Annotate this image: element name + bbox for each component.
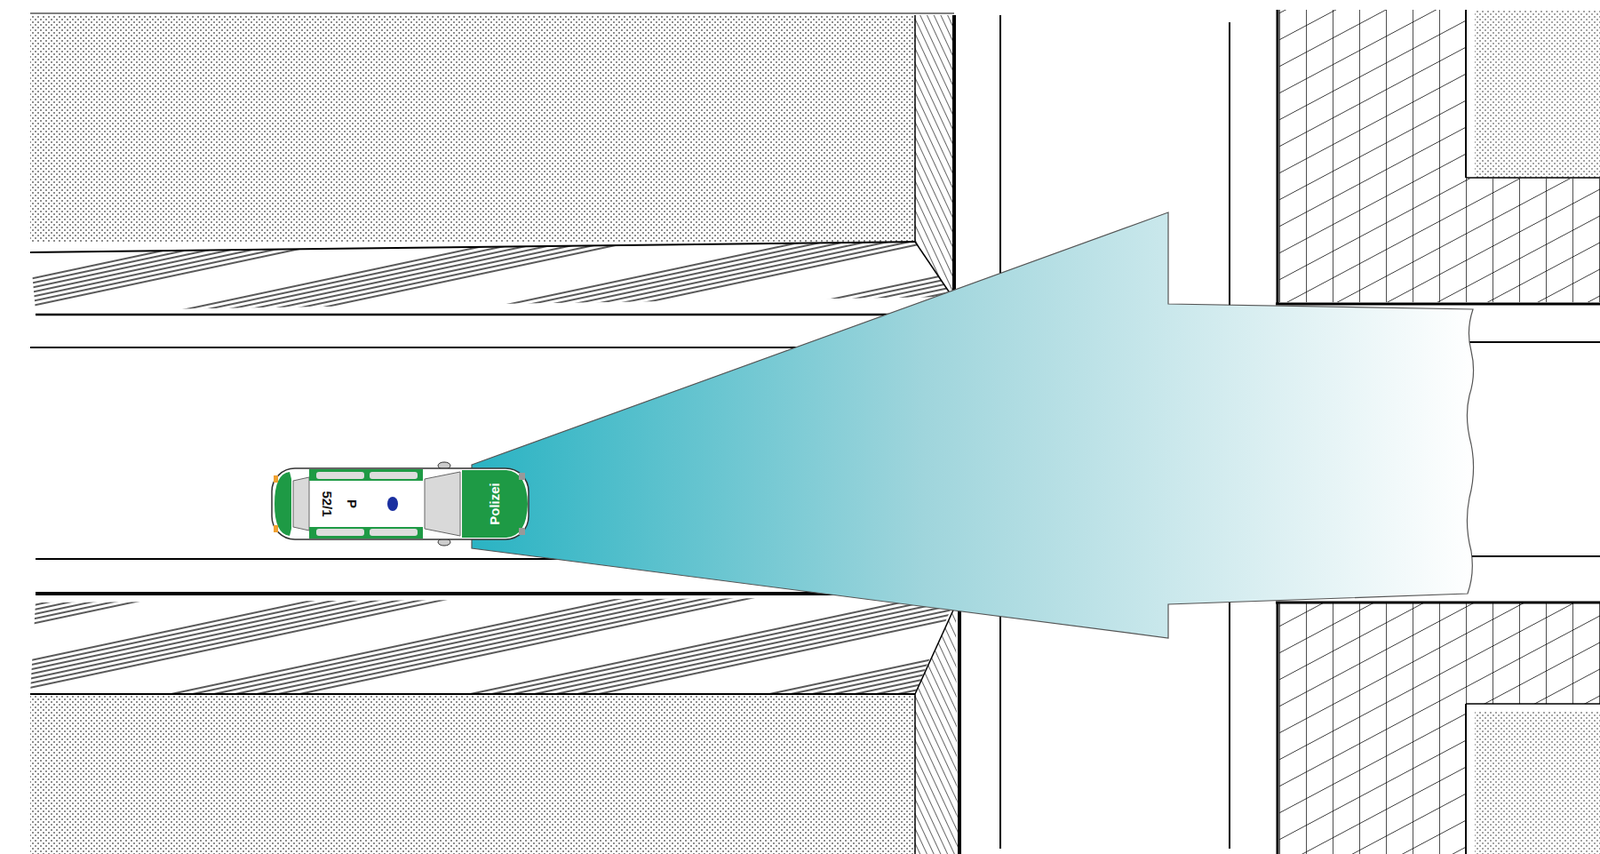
building-top-right xyxy=(1275,9,1600,304)
building-top-left xyxy=(30,13,955,311)
building-bottom-left xyxy=(30,595,960,854)
view-arrow xyxy=(471,212,1474,638)
police-car: Polizei P 52/1 xyxy=(270,461,531,547)
roof-number: 52/1 xyxy=(320,490,335,517)
roof-letter: P xyxy=(345,499,359,509)
building-bottom-right xyxy=(1275,602,1600,854)
hood-lettering: Polizei xyxy=(487,482,502,526)
